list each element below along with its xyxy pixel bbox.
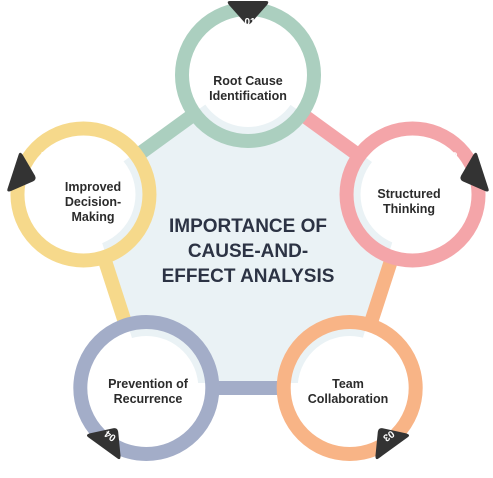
ring-team-collaboration (276, 314, 423, 461)
center-title: IMPORTANCE OF CAUSE-AND- EFFECT ANALYSIS (161, 216, 335, 287)
connector-root-cause (294, 105, 367, 164)
node-label-prevention: Prevention of Recurrence (108, 377, 188, 406)
badge-shape-decision-making (7, 152, 36, 192)
badge-prevention (86, 428, 121, 460)
disc-structured-thinking (360, 142, 465, 247)
ring-structured-thinking (339, 121, 486, 268)
node-label-decision-making: Improved Decision- Making (64, 180, 122, 224)
badge-number-01: 01 (244, 17, 256, 28)
connector-structured-thinking (362, 251, 401, 332)
node-label-team-collaboration: Team Collaboration (307, 377, 389, 406)
ring-decision-making (10, 121, 157, 268)
node-label-structured-thinking: Structured Thinking (377, 187, 441, 216)
node-label-root-cause: Root Cause Identification (209, 74, 287, 103)
disc-team-collaboration (297, 335, 402, 440)
disc-prevention (94, 335, 199, 440)
badge-shape-root-cause (227, 1, 269, 25)
ring-prevention (73, 314, 220, 461)
badge-shape-team-collaboration (375, 428, 410, 460)
badge-shape-prevention (86, 428, 121, 460)
connector-decision-making (129, 105, 202, 164)
disc-decision-making (31, 142, 136, 247)
badge-shape-structured-thinking (460, 152, 489, 192)
connector-prevention (95, 251, 134, 332)
center-pentagon (85, 75, 409, 383)
badge-structured-thinking (460, 152, 489, 192)
disc-root-cause (196, 23, 300, 127)
badge-decision-making (7, 152, 36, 192)
badge-team-collaboration (375, 428, 410, 460)
badge-root-cause (227, 1, 269, 25)
